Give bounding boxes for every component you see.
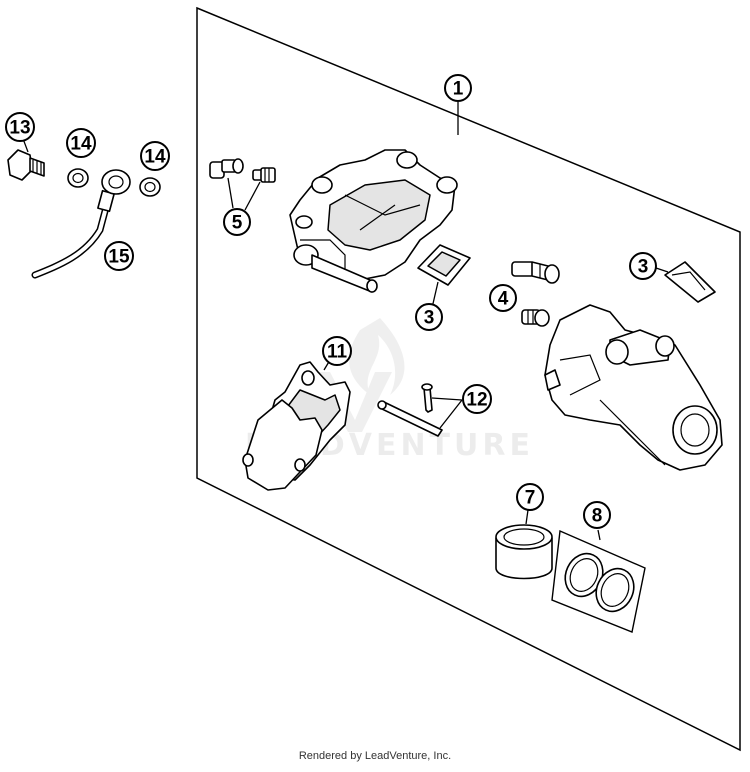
banjo-bolt-part-13 [7,135,45,181]
caliper-bracket [544,304,723,471]
assembly-panel-outline [196,6,741,752]
caliper-body [289,149,458,293]
svg-text:4: 4 [498,289,509,310]
svg-text:14: 14 [144,147,166,168]
svg-text:3: 3 [424,308,435,329]
brake-pad-part-11 [242,359,351,491]
callout-4: 4 [489,284,517,312]
pad-pin-part-12 [377,383,463,437]
seal-kit-part-8 [551,529,646,633]
callout-14-right: 14 [140,141,170,171]
washer-part-14-right [139,177,161,197]
callout-14-left: 14 [66,128,96,158]
svg-text:13: 13 [9,118,30,139]
pad-shim-part-3-center [417,244,471,309]
callout-3-center: 3 [415,303,443,331]
plug-part-4-upper [511,261,560,284]
callout-3-right: 3 [629,252,657,280]
svg-text:7: 7 [525,488,536,509]
bleeder-screw-part-5 [209,158,276,211]
callout-13: 13 [5,112,35,142]
washer-part-14-left [67,168,89,188]
callout-7: 7 [516,483,544,511]
brake-hose-part-15 [31,169,131,279]
callout-12: 12 [462,384,492,414]
svg-text:1: 1 [453,79,464,100]
piston-part-7 [495,509,553,580]
svg-text:5: 5 [232,213,243,234]
svg-text:11: 11 [327,342,348,363]
footer-credit: Rendered by LeadVenture, Inc. [298,750,452,762]
pad-shim-part-3-right [655,261,716,303]
svg-text:14: 14 [70,134,92,155]
callout-11: 11 [322,336,352,366]
svg-text:15: 15 [108,247,130,268]
plug-part-4-lower [521,309,550,327]
callout-8: 8 [583,501,611,529]
callout-5: 5 [223,208,251,236]
svg-text:8: 8 [592,506,603,527]
svg-text:12: 12 [466,390,487,411]
callout-15: 15 [104,241,134,271]
callout-1: 1 [444,74,472,102]
svg-text:3: 3 [638,257,649,278]
